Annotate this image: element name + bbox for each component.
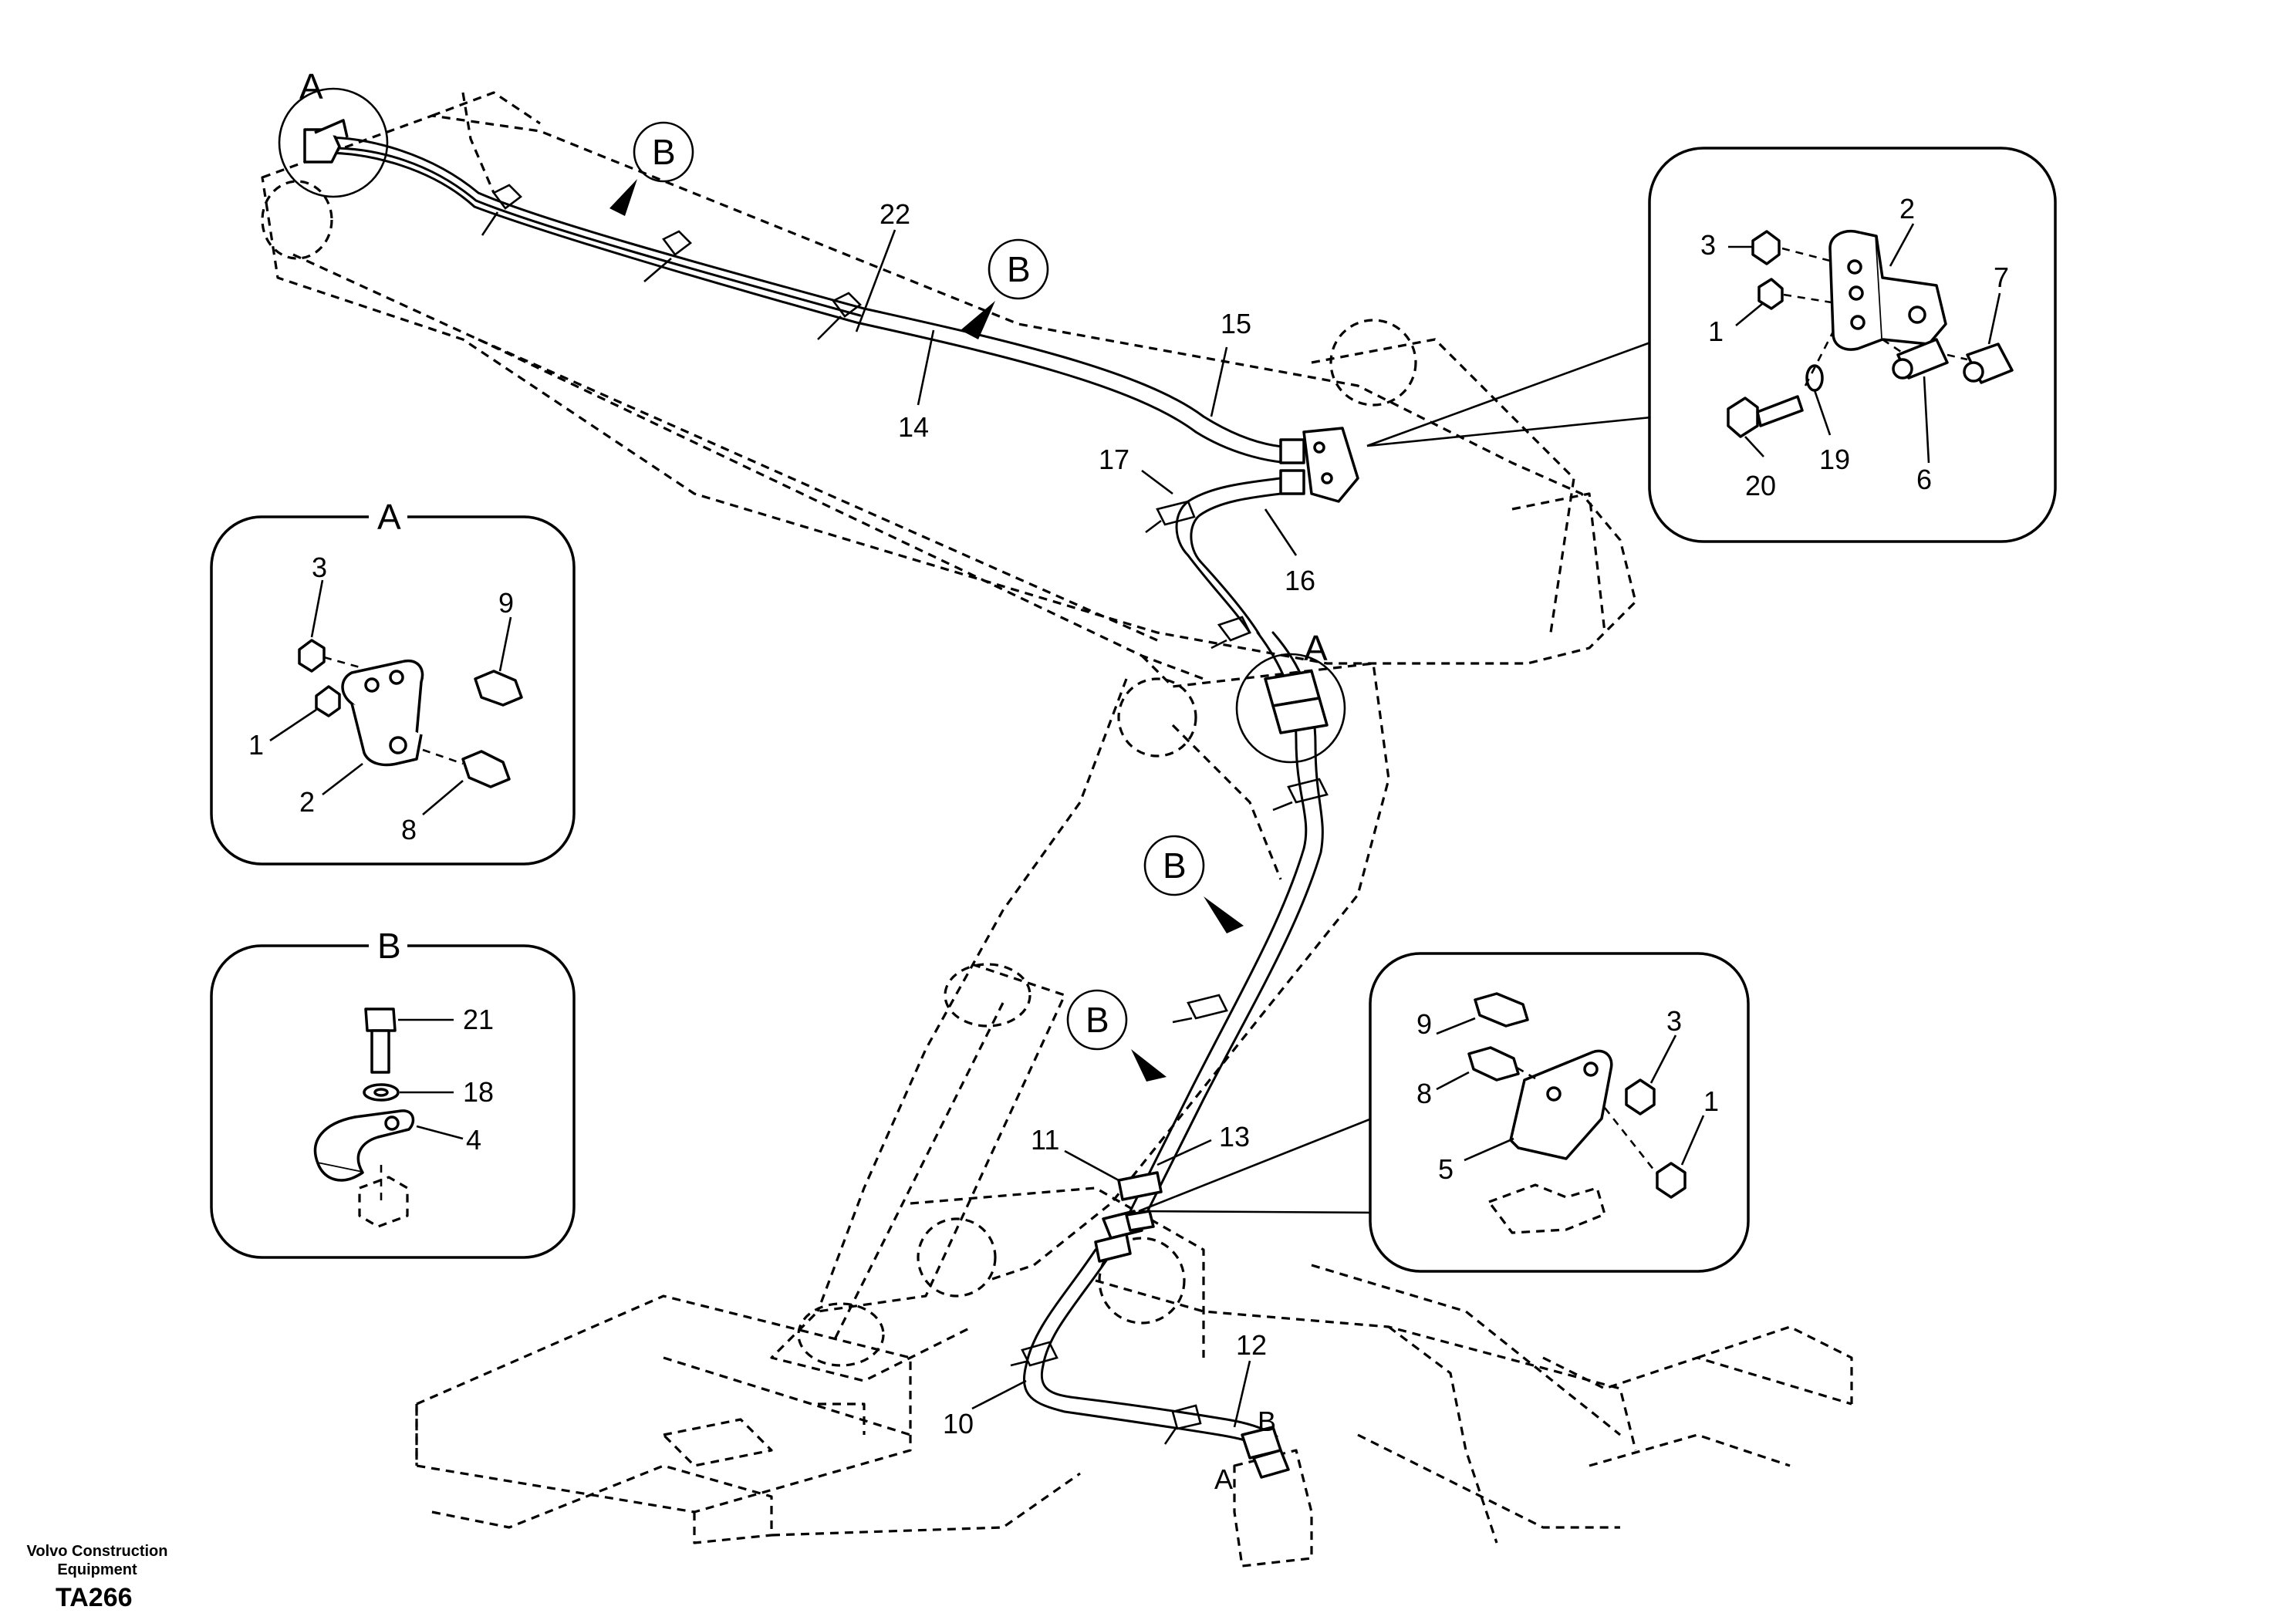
callout-14: 14 <box>898 411 929 443</box>
detail-marker-a-mid: A <box>1304 628 1328 668</box>
inset-lr-callout-3: 3 <box>1666 1005 1682 1037</box>
footer-company-line2: Equipment <box>57 1561 137 1578</box>
callout-17: 17 <box>1099 444 1129 475</box>
detail-markers: A A B B B B <box>278 66 1346 1082</box>
detail-circle-a-top <box>278 87 389 198</box>
inset-b-title: B <box>377 926 401 966</box>
callout-15: 15 <box>1221 308 1251 339</box>
hose-assembly <box>303 119 1359 1479</box>
callout-16: 16 <box>1285 565 1315 596</box>
callout-22: 22 <box>880 198 910 230</box>
inset-b-callout-4: 4 <box>466 1124 481 1156</box>
main-callouts: 22 15 14 17 16 11 13 10 12 B A <box>855 198 1315 1495</box>
inset-a-title: A <box>377 497 401 537</box>
inset-ur-callout-3: 3 <box>1700 229 1716 261</box>
inset-ur-callout-7: 7 <box>1994 262 2009 293</box>
inset-a-callout-9: 9 <box>498 587 514 619</box>
machine-outline <box>261 91 1853 1568</box>
inset-ur-callout-6: 6 <box>1916 464 1932 495</box>
inset-ur-callout-1: 1 <box>1708 316 1724 347</box>
inset-b-callout-18: 18 <box>463 1076 494 1108</box>
detail-marker-b-1: B <box>652 132 676 172</box>
inset-lr-callout-1: 1 <box>1703 1085 1719 1117</box>
inset-a-callout-2: 2 <box>299 786 315 818</box>
inset-upper-right: 2 3 1 7 6 19 20 <box>1366 147 2057 543</box>
detail-marker-b-2: B <box>1007 249 1031 289</box>
inset-a-callout-8: 8 <box>401 814 417 845</box>
inset-a-callout-1: 1 <box>248 729 264 761</box>
inset-ur-callout-19: 19 <box>1819 444 1850 475</box>
detail-marker-b-3: B <box>1163 845 1187 886</box>
footer-company-line1: Volvo Construction <box>26 1543 168 1560</box>
inset-ur-callout-2: 2 <box>1899 193 1915 224</box>
detail-circle-a-mid <box>1235 653 1346 764</box>
inset-ur-callout-20: 20 <box>1745 470 1776 501</box>
inset-lower-right: 9 8 3 5 1 <box>1138 952 1750 1273</box>
port-label-a: A <box>1214 1463 1233 1495</box>
port-label-b: B <box>1258 1406 1276 1437</box>
inset-b-callout-21: 21 <box>463 1004 494 1035</box>
inset-detail-a: A 3 9 1 2 8 <box>210 494 576 866</box>
inset-detail-b: B 21 18 4 <box>210 923 576 1259</box>
callout-13: 13 <box>1219 1121 1250 1153</box>
callout-12: 12 <box>1236 1329 1267 1361</box>
inset-a-callout-3: 3 <box>312 552 327 583</box>
detail-marker-a-top: A <box>299 66 323 106</box>
detail-marker-b-4: B <box>1086 1000 1109 1040</box>
inset-lr-callout-9: 9 <box>1416 1008 1432 1040</box>
callout-11: 11 <box>1031 1124 1059 1156</box>
callout-10: 10 <box>943 1408 974 1439</box>
drawing-code: TA266 <box>56 1583 133 1612</box>
inset-lr-callout-8: 8 <box>1416 1078 1432 1109</box>
inset-lr-callout-5: 5 <box>1438 1153 1454 1185</box>
